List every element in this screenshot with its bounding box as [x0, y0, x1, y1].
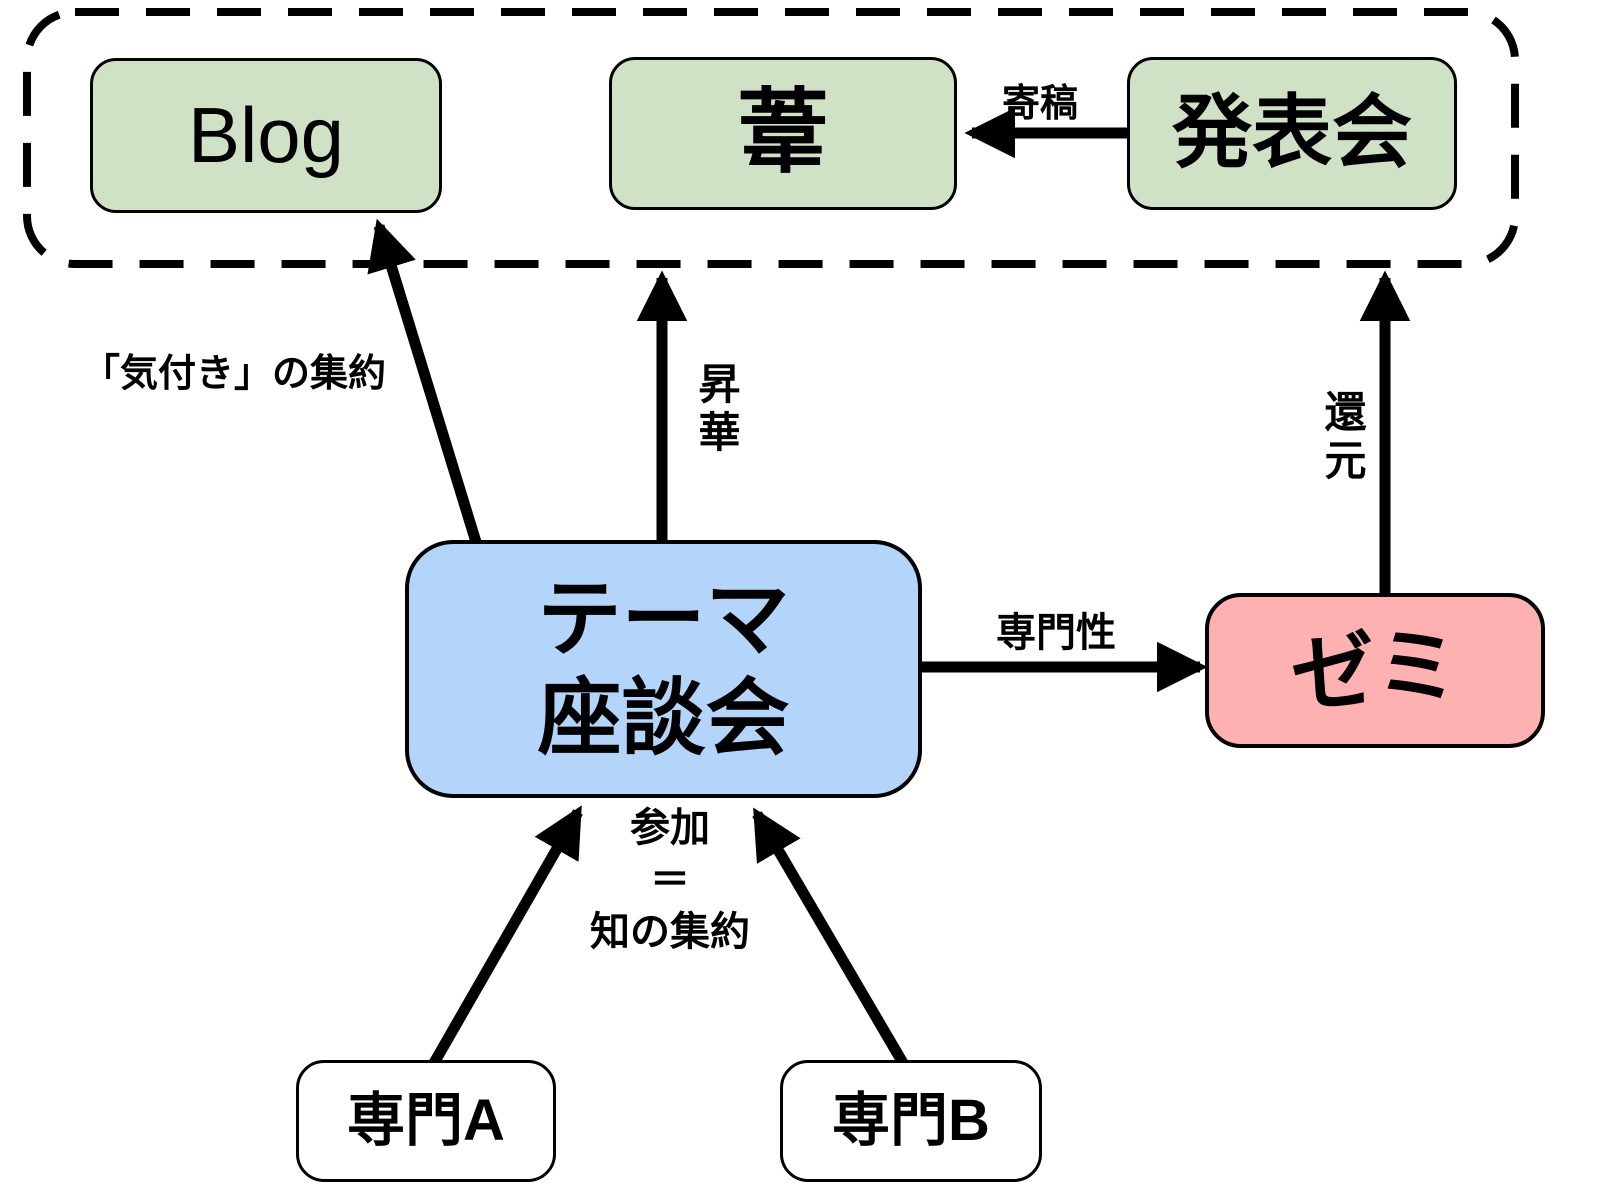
edge-label-kikou: 寄稿: [1001, 83, 1078, 125]
node-senmon-b[interactable]: 専門B: [780, 1060, 1042, 1182]
node-ashi[interactable]: 葦: [609, 57, 957, 210]
edge-label-kizuki-no-shuyaku: 「気付き」の集約: [82, 353, 387, 395]
edge-label-shoka: 昇華: [693, 362, 740, 458]
edge-label-senmonsei: 専門性: [996, 611, 1116, 655]
node-zemi[interactable]: ゼミ: [1205, 593, 1545, 748]
node-senmon-a[interactable]: 専門A: [296, 1060, 556, 1182]
arrow-senmon-b-to-theme: [752, 807, 908, 1066]
edge-label-kangen: 還元: [1319, 390, 1366, 486]
node-happyokai[interactable]: 発表会: [1127, 57, 1457, 210]
node-blog[interactable]: Blog: [90, 58, 442, 213]
arrow-senmon-a-to-theme: [429, 805, 583, 1066]
node-theme-zadankai[interactable]: テーマ 座談会: [405, 540, 922, 798]
arrow-theme-to-blog: [367, 218, 482, 544]
node-zemi-label: ゼミ: [1287, 617, 1463, 723]
edge-label-sanka-chi-no-shuyaku: 参加 ＝ 知の集約: [590, 806, 750, 954]
